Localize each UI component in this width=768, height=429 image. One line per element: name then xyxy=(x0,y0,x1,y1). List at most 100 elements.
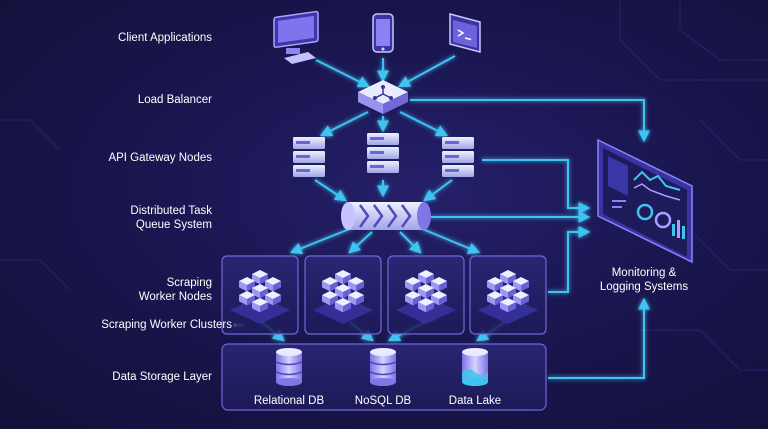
cube-right xyxy=(356,295,364,306)
cube-right xyxy=(273,295,281,306)
cube-right xyxy=(330,295,338,306)
cube-right xyxy=(413,295,421,306)
cube-top xyxy=(335,298,351,306)
cube-top xyxy=(335,270,351,278)
cube-right xyxy=(426,288,434,299)
cube-left xyxy=(322,281,330,292)
cube-right xyxy=(260,288,268,299)
cube-top xyxy=(239,277,255,285)
cube-left xyxy=(348,295,356,306)
cube-right xyxy=(426,302,434,313)
cube-right xyxy=(508,288,516,299)
cube-top xyxy=(405,277,421,285)
label-api-gateway-nodes: API Gateway Nodes xyxy=(108,152,212,164)
circuit-background xyxy=(0,0,768,371)
cube-top xyxy=(431,291,447,299)
label-load-balancer: Load Balancer xyxy=(137,94,212,106)
cube-left xyxy=(500,302,508,313)
cube-right xyxy=(247,295,255,306)
cube-left xyxy=(418,288,426,299)
label-client-applications: Client Applications xyxy=(118,32,212,44)
cube-right xyxy=(356,281,364,292)
cube-right xyxy=(413,281,421,292)
cube-left xyxy=(239,295,247,306)
data-lake-icon xyxy=(462,348,488,386)
cube-top xyxy=(252,270,268,278)
cube-right xyxy=(343,274,351,285)
database-icon xyxy=(369,348,397,386)
cube-top xyxy=(431,277,447,285)
server-rack-icon xyxy=(293,137,325,177)
cube-left xyxy=(252,302,260,313)
cube-right xyxy=(521,281,529,292)
cube-left xyxy=(487,295,495,306)
cube-left xyxy=(513,295,521,306)
dashboard-icon xyxy=(597,138,693,264)
cube-top xyxy=(418,270,434,278)
label-relational-db: Relational DB xyxy=(253,395,325,407)
cube-right xyxy=(508,274,516,285)
cube-left xyxy=(348,281,356,292)
cube-right xyxy=(260,274,268,285)
cube-top xyxy=(335,284,351,292)
database-icon xyxy=(275,348,303,386)
cube-right xyxy=(495,281,503,292)
label-worker-nodes: Scraping Worker Nodes xyxy=(138,277,212,303)
cube-left xyxy=(335,274,343,285)
cube-right xyxy=(343,302,351,313)
cube-left xyxy=(405,281,413,292)
cube-top xyxy=(418,284,434,292)
server-rack-icon xyxy=(442,137,474,177)
cube-left xyxy=(431,281,439,292)
cube-top xyxy=(252,284,268,292)
cube-top xyxy=(513,291,529,299)
cube-left xyxy=(418,302,426,313)
cube-top xyxy=(487,277,503,285)
phone-icon xyxy=(372,13,394,53)
cube-left xyxy=(322,295,330,306)
cube-left xyxy=(500,274,508,285)
cube-top xyxy=(348,291,364,299)
label-monitoring: Monitoring & Logging Systems xyxy=(599,267,689,293)
cube-left xyxy=(252,288,260,299)
cube-top xyxy=(418,298,434,306)
cube-top xyxy=(500,298,516,306)
server-rack-icon xyxy=(367,133,399,173)
label-data-lake: Data Lake xyxy=(448,395,502,407)
cube-left xyxy=(513,281,521,292)
cube-top xyxy=(405,291,421,299)
label-worker-clusters: Scraping Worker Clusters xyxy=(101,319,232,331)
cube-right xyxy=(439,295,447,306)
cube-left xyxy=(431,295,439,306)
label-nosql-db: NoSQL DB xyxy=(354,395,412,407)
cube-left xyxy=(335,302,343,313)
cube-top xyxy=(487,291,503,299)
cube-right xyxy=(426,274,434,285)
cube-left xyxy=(418,274,426,285)
label-data-storage-layer: Data Storage Layer xyxy=(112,371,212,383)
cube-top xyxy=(348,277,364,285)
cube-top xyxy=(239,291,255,299)
cube-top xyxy=(252,298,268,306)
label-task-queue: Distributed Task Queue System xyxy=(130,205,212,231)
cube-left xyxy=(335,288,343,299)
cube-left xyxy=(265,281,273,292)
queue-cylinder-icon xyxy=(341,202,431,230)
cube-left xyxy=(487,281,495,292)
cube-top xyxy=(265,291,281,299)
cube-top xyxy=(322,291,338,299)
cube-right xyxy=(343,288,351,299)
cube-left xyxy=(239,281,247,292)
cube-right xyxy=(247,281,255,292)
cube-top xyxy=(500,284,516,292)
cube-left xyxy=(405,295,413,306)
cube-right xyxy=(273,281,281,292)
cube-right xyxy=(495,295,503,306)
node-cubes-icon xyxy=(230,270,538,324)
cube-top xyxy=(500,270,516,278)
terminal-icon xyxy=(449,13,481,53)
load-balancer-icon xyxy=(358,80,408,114)
cube-right xyxy=(508,302,516,313)
desktop-icon xyxy=(273,10,319,64)
